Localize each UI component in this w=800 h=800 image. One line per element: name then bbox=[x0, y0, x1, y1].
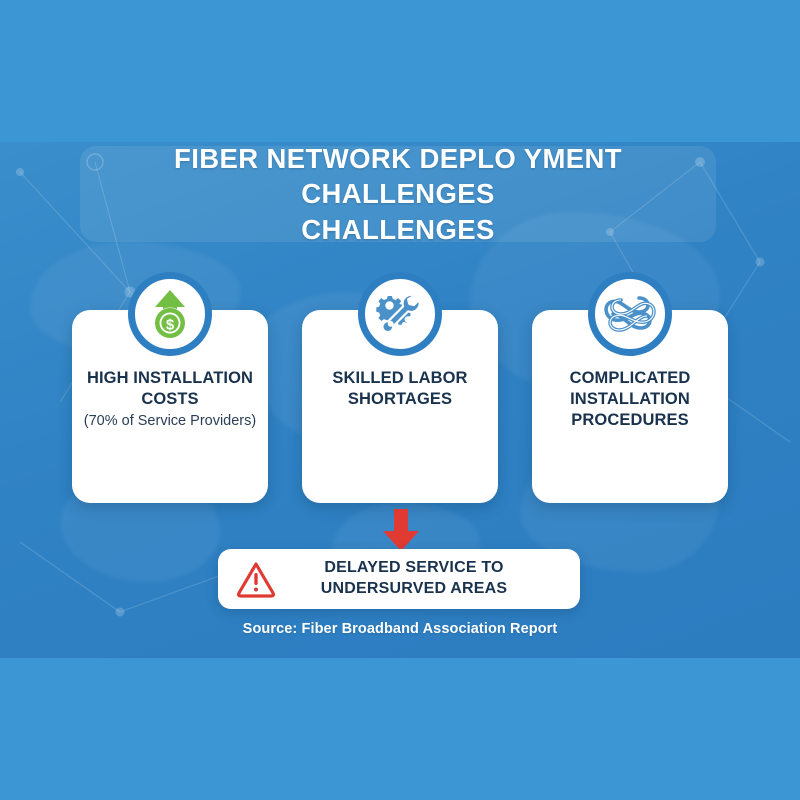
svg-text:$: $ bbox=[166, 316, 175, 333]
card-title: COMPLICATED INSTALLATION PROCEDURES bbox=[569, 369, 691, 430]
challenge-card-skilled-labor-shortages[interactable]: SKILLED LABOR SHORTAGES bbox=[302, 272, 498, 503]
page-title: FIBER NETWORK DEPLO YMENT CHALLENGES CHA… bbox=[80, 141, 716, 247]
challenge-card-complicated-installation-procedures[interactable]: COMPLICATED INSTALLATION PROCEDURES bbox=[532, 272, 728, 503]
card-subtitle: (70% of Service Providers) bbox=[83, 413, 257, 430]
background-band-bottom bbox=[0, 658, 800, 800]
card-title: HIGH INSTALLATION COSTS bbox=[86, 369, 254, 409]
background-band-top bbox=[0, 0, 800, 142]
outcome-text: DELAYED SERVICE TO UNDERSURVED AREAS bbox=[320, 559, 508, 597]
challenge-cards-row: $ HIGH INSTALLATION COSTS (70% of Servic… bbox=[72, 272, 728, 503]
gears-wrench-icon bbox=[358, 272, 442, 356]
source-note: Source: Fiber Broadband Association Repo… bbox=[242, 621, 558, 637]
down-arrow-icon bbox=[382, 509, 420, 551]
card-title: SKILLED LABOR SHORTAGES bbox=[332, 369, 468, 409]
outcome-banner[interactable]: DELAYED SERVICE TO UNDERSURVED AREAS bbox=[218, 549, 580, 609]
tangled-knot-icon bbox=[588, 272, 672, 356]
challenge-card-high-installation-costs[interactable]: $ HIGH INSTALLATION COSTS (70% of Servic… bbox=[72, 272, 268, 503]
title-banner: FIBER NETWORK DEPLO YMENT CHALLENGES CHA… bbox=[80, 143, 716, 245]
page-title-line1: FIBER NETWORK DEPLO YMENT CHALLENGES bbox=[174, 143, 622, 210]
warning-triangle-icon bbox=[236, 560, 276, 598]
money-growth-icon: $ bbox=[128, 272, 212, 356]
page-title-line2: CHALLENGES bbox=[301, 213, 495, 245]
